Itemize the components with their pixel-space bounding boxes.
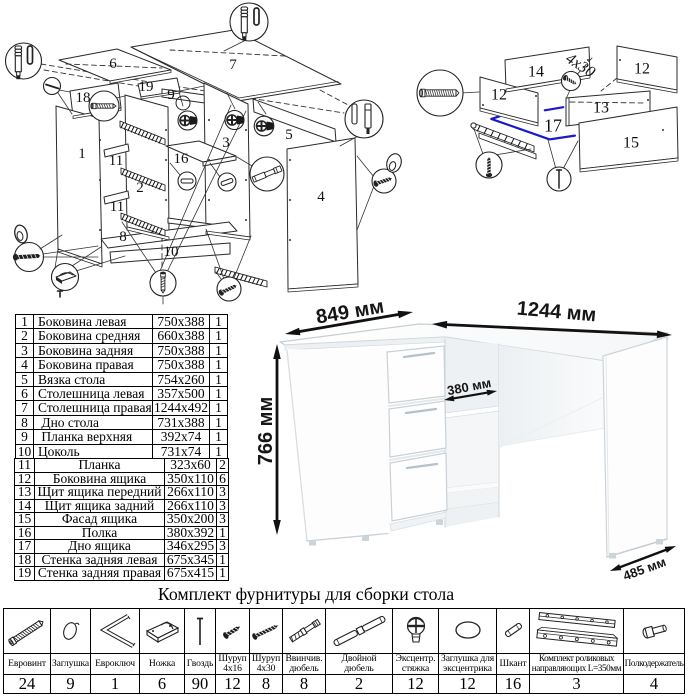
svg-text:2: 2 <box>136 180 144 196</box>
svg-text:16: 16 <box>174 151 190 167</box>
svg-text:19: 19 <box>139 79 154 95</box>
svg-text:8: 8 <box>119 229 127 245</box>
svg-text:10: 10 <box>164 244 179 260</box>
svg-text:9: 9 <box>167 87 175 103</box>
svg-text:17: 17 <box>544 115 562 135</box>
svg-text:5: 5 <box>285 127 293 143</box>
svg-text:13: 13 <box>593 100 609 117</box>
svg-text:15: 15 <box>623 135 639 152</box>
svg-text:11: 11 <box>109 153 123 169</box>
svg-text:11: 11 <box>110 199 124 215</box>
svg-text:6: 6 <box>109 56 117 72</box>
svg-text:1244 мм: 1244 мм <box>516 298 597 327</box>
svg-text:12: 12 <box>634 61 650 78</box>
svg-text:766 мм: 766 мм <box>255 397 277 466</box>
svg-text:18: 18 <box>76 90 91 106</box>
svg-text:12: 12 <box>491 87 507 104</box>
svg-text:4: 4 <box>317 189 325 205</box>
svg-text:14: 14 <box>528 64 544 81</box>
svg-text:7: 7 <box>229 57 237 73</box>
svg-text:3: 3 <box>222 135 230 151</box>
svg-text:1: 1 <box>78 146 86 162</box>
